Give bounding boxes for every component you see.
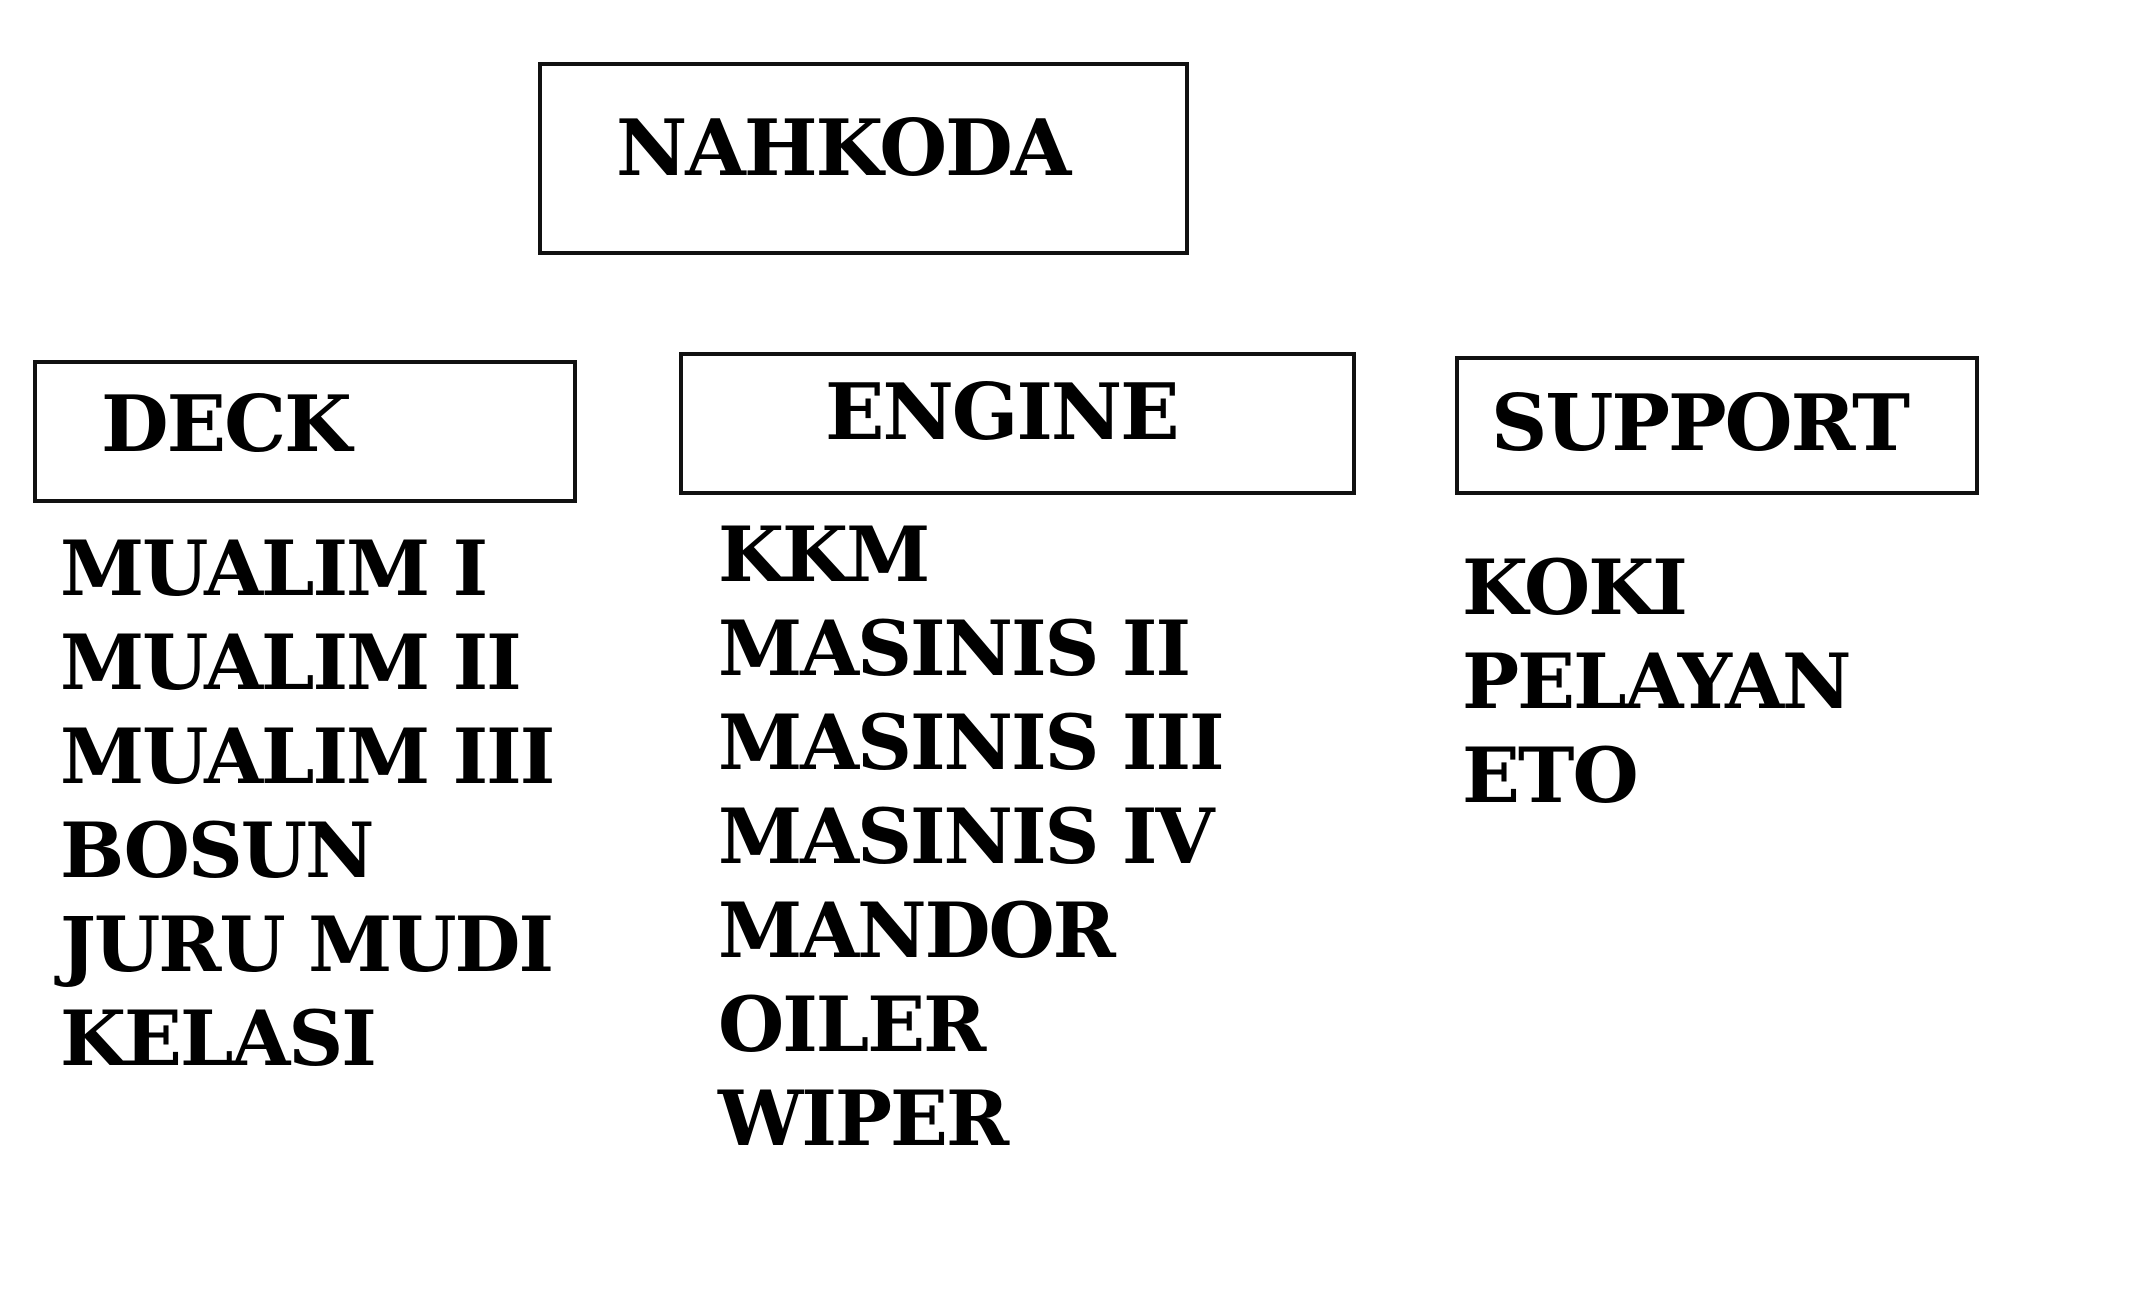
role-item: KKM — [718, 510, 930, 599]
engine-label: ENGINE — [825, 367, 1180, 458]
deck-box — [33, 360, 577, 503]
role-item: WIPER — [718, 1074, 1009, 1163]
role-item: KELASI — [60, 994, 377, 1083]
engine-box — [679, 352, 1356, 495]
role-item: OILER — [718, 980, 986, 1069]
role-item: MASINIS IV — [718, 792, 1214, 881]
deck-label: DECK — [101, 379, 352, 470]
role-item: PELAYAN — [1462, 637, 1852, 726]
role-item: JURU MUDI — [60, 900, 554, 989]
role-item: ETO — [1462, 731, 1639, 820]
role-item: MASINIS III — [718, 698, 1225, 787]
role-item: KOKI — [1462, 543, 1688, 632]
role-item: MUALIM I — [60, 524, 488, 613]
support-roles: KOKI PELAYAN ETO — [1462, 541, 1852, 823]
nahkoda-label: NAHKODA — [616, 103, 1071, 194]
role-item: MUALIM II — [60, 618, 522, 707]
role-item: MASINIS II — [718, 604, 1191, 693]
deck-roles: MUALIM I MUALIM II MUALIM III BOSUN JURU… — [60, 522, 555, 1086]
support-box — [1455, 356, 1979, 495]
role-item: MUALIM III — [60, 712, 555, 801]
role-item: MANDOR — [718, 886, 1116, 975]
role-item: BOSUN — [60, 806, 374, 895]
support-label: SUPPORT — [1491, 378, 1910, 469]
engine-roles: KKM MASINIS II MASINIS III MASINIS IV MA… — [718, 508, 1225, 1166]
nahkoda-box — [538, 62, 1189, 255]
